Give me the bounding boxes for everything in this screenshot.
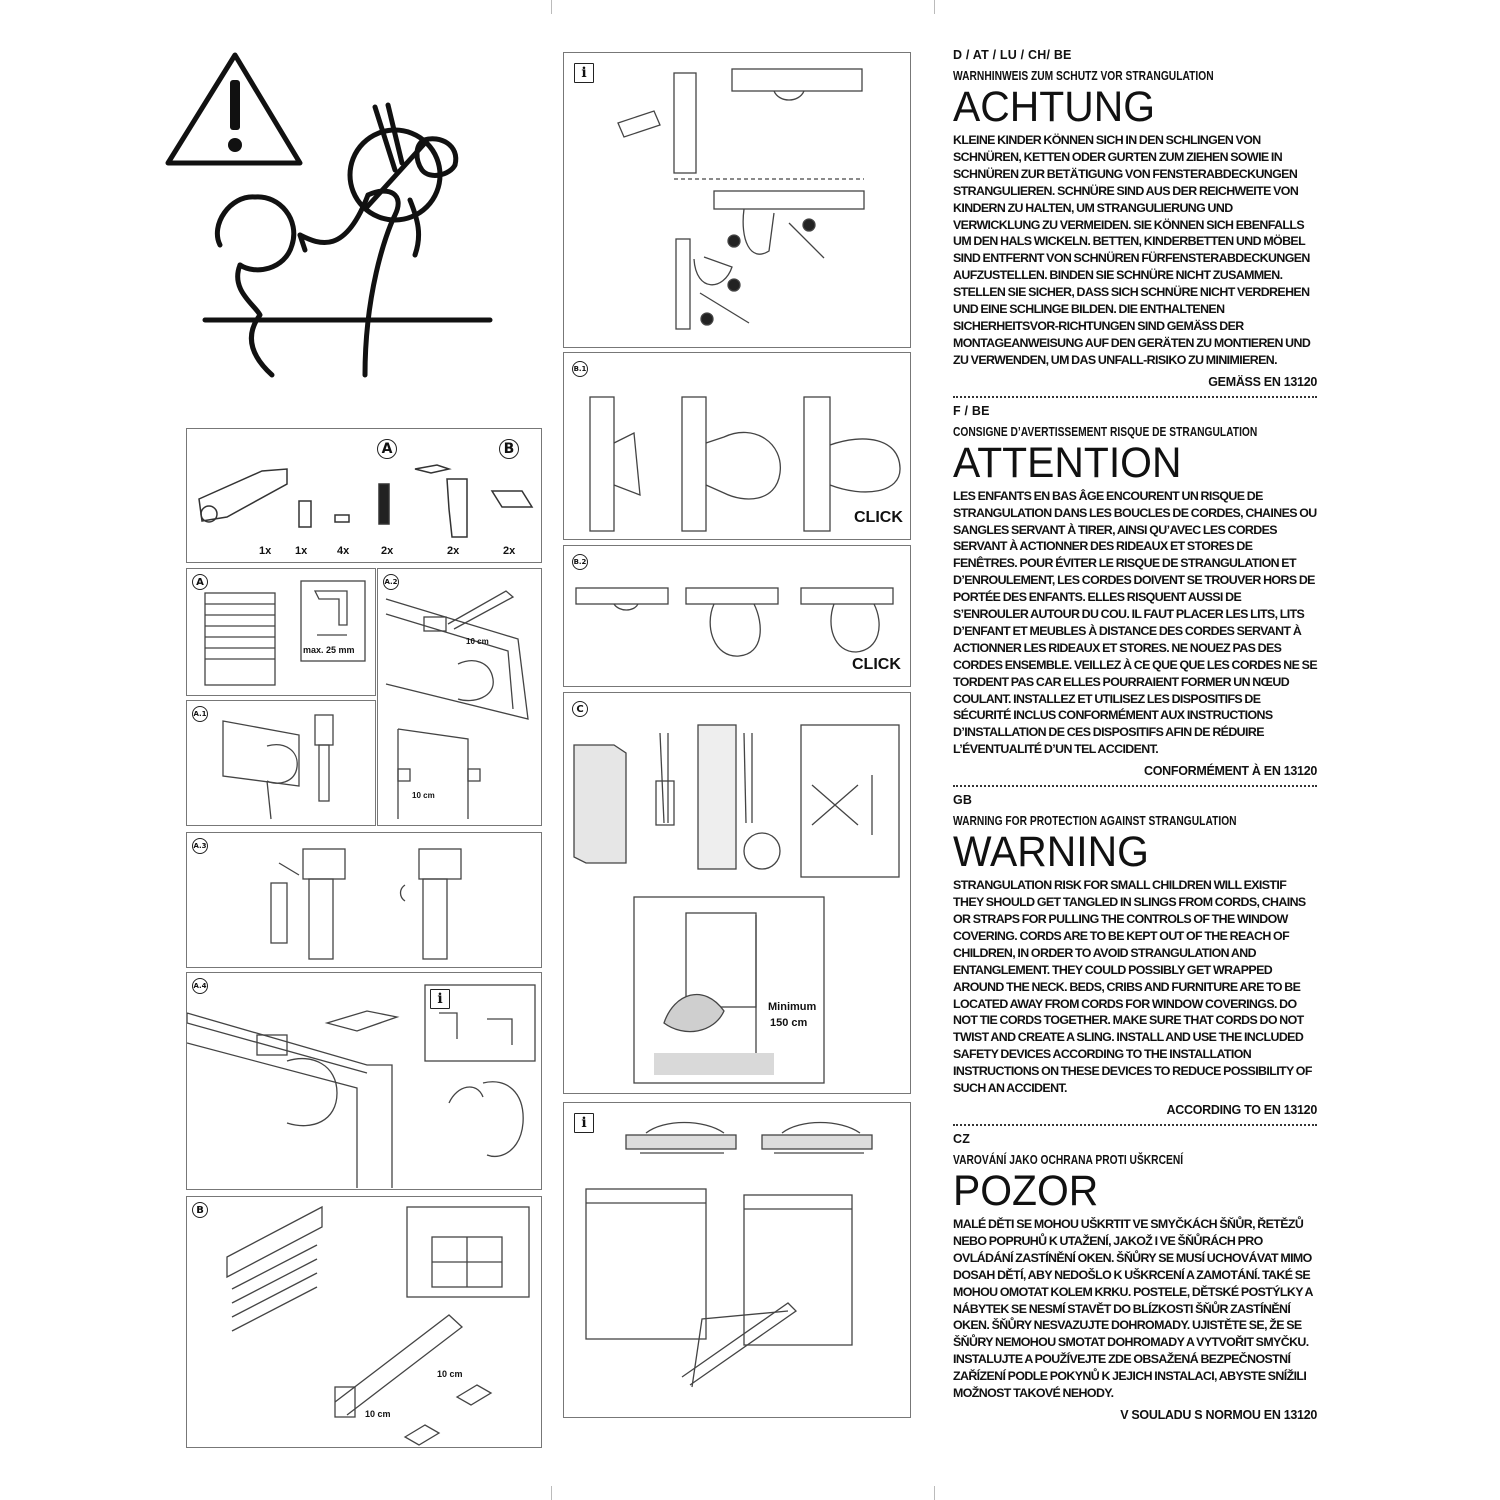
countries-fr: F / BE — [953, 403, 990, 418]
panel-info-mounting: i — [563, 52, 911, 348]
subtitle-cz: VAROVÁNÍ JAKO OCHRANA PROTI UŠKRCENÍ — [953, 1152, 1184, 1167]
warning-section-de: D / AT / LU / CH/ BE WARNHINWEIS ZUM SCH… — [953, 48, 1317, 390]
body-cz: MALÉ DĚTI SE MOHOU UŠKRTIT VE SMYČKÁCH Š… — [953, 1216, 1313, 1401]
panel-step-a3: A.3 — [186, 832, 542, 968]
label-10cm-a2: 10 cm — [466, 637, 489, 646]
tag-b-step: B — [192, 1202, 208, 1218]
label-10cm-a2-bottom: 10 cm — [412, 791, 435, 800]
count-5: 2x — [447, 545, 460, 557]
subtitle-fr: CONSIGNE D’AVERTISSEMENT RISQUE DE STRAN… — [953, 424, 1258, 439]
divider-1 — [953, 395, 1317, 398]
panel-info-removal: i — [563, 1102, 911, 1418]
label-max-25mm: max. 25 mm — [303, 645, 355, 655]
heading-gb: WARNING — [953, 828, 1149, 877]
fold-mark-right — [934, 0, 935, 14]
strangulation-warning-illustration — [165, 52, 493, 378]
heading-de: ACHTUNG — [953, 83, 1155, 131]
exclamation-icon — [230, 80, 240, 130]
panel-step-a: A max. 25 mm — [186, 568, 376, 696]
tag-a1: A.1 — [192, 706, 208, 722]
warning-section-fr: F / BE CONSIGNE D’AVERTISSEMENT RISQUE D… — [953, 403, 1318, 780]
panel-step-b2: B.2 CLICK — [563, 545, 911, 687]
count-6: 2x — [503, 545, 516, 557]
panel-step-c: C Minimum 150 cm — [563, 692, 911, 1094]
tag-b: B — [499, 439, 519, 459]
count-4: 2x — [381, 545, 394, 557]
fold-mark-left — [551, 0, 552, 14]
countries-gb: GB — [953, 793, 973, 808]
count-2: 1x — [295, 545, 308, 557]
info-icon-removal: i — [574, 1113, 594, 1133]
panel-step-b: B 10 cm 10 cm — [186, 1196, 542, 1448]
standard-fr: CONFORMÉMENT À EN 13120 — [1144, 764, 1317, 779]
body-fr: LES ENFANTS EN BAS ÂGE ENCOURENT UN RISQ… — [953, 488, 1318, 757]
label-minimum: Minimum — [768, 1001, 817, 1013]
tag-a-step: A — [192, 574, 208, 590]
tag-a2: A.2 — [383, 574, 399, 590]
panel-step-b1: B.1 CLICK — [563, 352, 911, 540]
info-icon-a4: i — [430, 989, 450, 1009]
label-150cm: 150 cm — [770, 1017, 808, 1029]
panel-step-a4: A.4 i — [186, 972, 542, 1190]
warning-section-cz: CZ VAROVÁNÍ JAKO OCHRANA PROTI UŠKRCENÍ … — [953, 1132, 1317, 1423]
divider-2 — [953, 785, 1317, 788]
countries-de: D / AT / LU / CH/ BE — [953, 48, 1072, 62]
tag-b1: B.1 — [572, 361, 588, 377]
panel-step-a2: A.2 10 cm 10 cm — [377, 568, 542, 826]
standard-de: GEMÄSS EN 13120 — [1208, 374, 1317, 389]
label-10cm-b-1: 10 cm — [437, 1369, 463, 1379]
divider-3 — [953, 1123, 1317, 1126]
countries-cz: CZ — [953, 1131, 971, 1146]
click-label-b2: CLICK — [852, 656, 901, 673]
label-10cm-b-2: 10 cm — [365, 1409, 391, 1419]
body-gb: STRANGULATION RISK FOR SMALL CHILDREN WI… — [953, 878, 1312, 1096]
tag-a3: A.3 — [192, 838, 208, 854]
warning-section-gb: GB WARNING FOR PROTECTION AGAINST STRANG… — [953, 793, 1317, 1118]
fold-mark-right-bottom — [934, 1486, 935, 1500]
subtitle-gb: WARNING FOR PROTECTION AGAINST STRANGULA… — [953, 814, 1237, 829]
count-1: 1x — [259, 545, 272, 557]
count-3: 4x — [337, 545, 350, 557]
heading-cz: POZOR — [953, 1166, 1099, 1215]
warning-triangle-icon — [165, 52, 303, 166]
panel-parts-overview: A B 1x 1x 4x 2x 2x 2x — [186, 428, 542, 563]
fold-mark-left-bottom — [551, 1486, 552, 1500]
panel-step-a1: A.1 — [186, 700, 376, 826]
click-label-b1: CLICK — [854, 509, 903, 526]
tag-a: A — [377, 439, 397, 459]
tag-b2: B.2 — [572, 554, 588, 570]
subtitle-de: WARNHINWEIS ZUM SCHUTZ VOR STRANGULATION — [953, 69, 1214, 83]
info-icon-mounting: i — [574, 63, 594, 83]
standard-gb: ACCORDING TO EN 13120 — [1166, 1102, 1318, 1117]
tag-a4: A.4 — [192, 978, 208, 994]
body-de: KLEINE KINDER KÖNNEN SICH IN DEN SCHLING… — [953, 133, 1311, 367]
tag-c: C — [572, 701, 588, 717]
warning-text-column: D / AT / LU / CH/ BE WARNHINWEIS ZUM SCH… — [953, 48, 1318, 1423]
heading-fr: ATTENTION — [953, 438, 1182, 487]
standard-cz: V SOULADU S NORMOU EN 13120 — [1120, 1407, 1317, 1422]
